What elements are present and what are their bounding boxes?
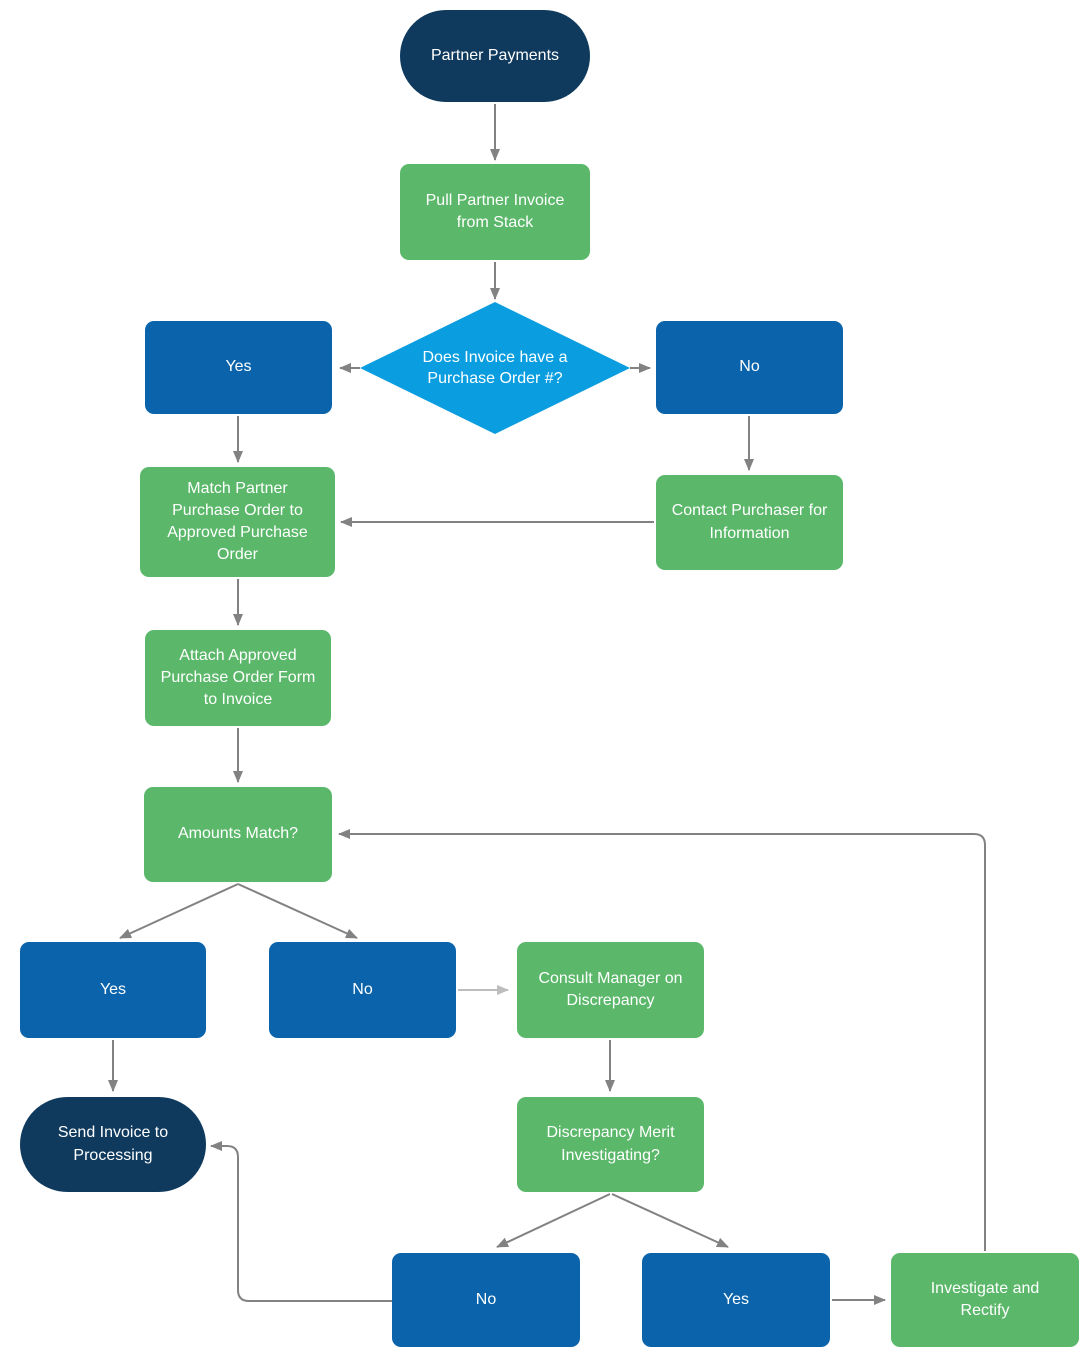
- node-label: Yes: [99, 980, 127, 998]
- node-merit-no: No: [392, 1253, 580, 1347]
- node-label: No: [352, 980, 373, 998]
- node-discrepancy-merit: Discrepancy Merit Investigating?: [517, 1097, 704, 1192]
- node-pull-partner-invoice: Pull Partner Invoice from Stack: [400, 164, 590, 260]
- node-label: No: [739, 358, 760, 376]
- node-decision-purchase-order: Does Invoice have a Purchase Order #?: [358, 300, 632, 436]
- node-label: Pull Partner Invoice from Stack: [425, 191, 565, 231]
- node-label: Contact Purchaser for Information: [671, 502, 828, 542]
- node-start-partner-payments: Partner Payments: [400, 10, 590, 102]
- node-label: Yes: [722, 1290, 750, 1308]
- node-po-no: No: [656, 321, 843, 414]
- node-label: Investigate and Rectify: [930, 1279, 1040, 1319]
- node-consult-manager: Consult Manager on Discrepancy: [517, 942, 704, 1038]
- node-amounts-yes: Yes: [20, 942, 206, 1038]
- node-attach-purchase-order: Attach Approved Purchase Order Form to I…: [145, 630, 331, 726]
- node-label: Send Invoice to Processing: [57, 1124, 169, 1164]
- node-po-yes: Yes: [145, 321, 332, 414]
- node-merit-yes: Yes: [642, 1253, 830, 1347]
- node-label: Consult Manager on Discrepancy: [538, 969, 683, 1009]
- node-label: Attach Approved Purchase Order Form to I…: [160, 646, 316, 709]
- node-match-purchase-order: Match Partner Purchase Order to Approved…: [140, 467, 335, 577]
- node-investigate-rectify: Investigate and Rectify: [891, 1253, 1079, 1347]
- node-label: No: [475, 1290, 497, 1308]
- node-send-invoice-processing: Send Invoice to Processing: [20, 1097, 206, 1192]
- node-label: Amounts Match?: [177, 825, 299, 843]
- node-amounts-match: Amounts Match?: [144, 787, 332, 882]
- node-amounts-no: No: [269, 942, 456, 1038]
- node-contact-purchaser: Contact Purchaser for Information: [656, 475, 843, 570]
- node-label: Partner Payments: [430, 46, 560, 64]
- node-label: Yes: [225, 358, 252, 376]
- decision-diamond-shape: [360, 302, 630, 434]
- node-label: Does Invoice have a Purchase Order #?: [422, 348, 568, 387]
- node-label: Discrepancy Merit Investigating?: [546, 1124, 675, 1164]
- node-label: Match Partner Purchase Order to Approved…: [167, 479, 308, 564]
